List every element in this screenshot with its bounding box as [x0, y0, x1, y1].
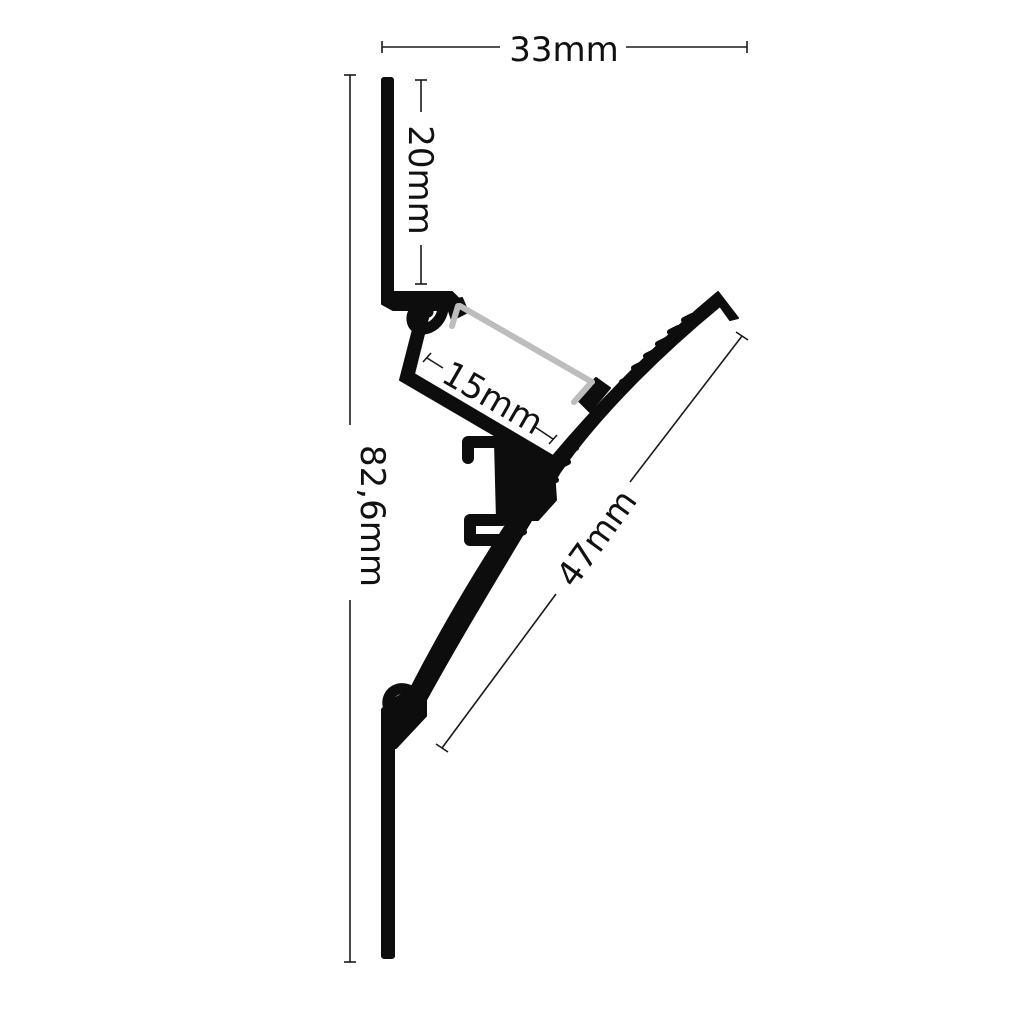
dimension-diffuser-face-label: 47mm: [549, 482, 646, 594]
dimension-top-flange: 20mm: [400, 79, 440, 285]
dimension-top-flange-label: 20mm: [400, 125, 440, 235]
dimension-total-height: 82,6mm: [344, 74, 392, 963]
dimension-total-height-label: 82,6mm: [352, 445, 392, 587]
diffuser-cover: [449, 303, 595, 405]
dimension-total-width-label: 33mm: [509, 30, 619, 70]
dimension-total-width: 33mm: [381, 30, 748, 70]
aluminium-profile: [381, 77, 739, 959]
